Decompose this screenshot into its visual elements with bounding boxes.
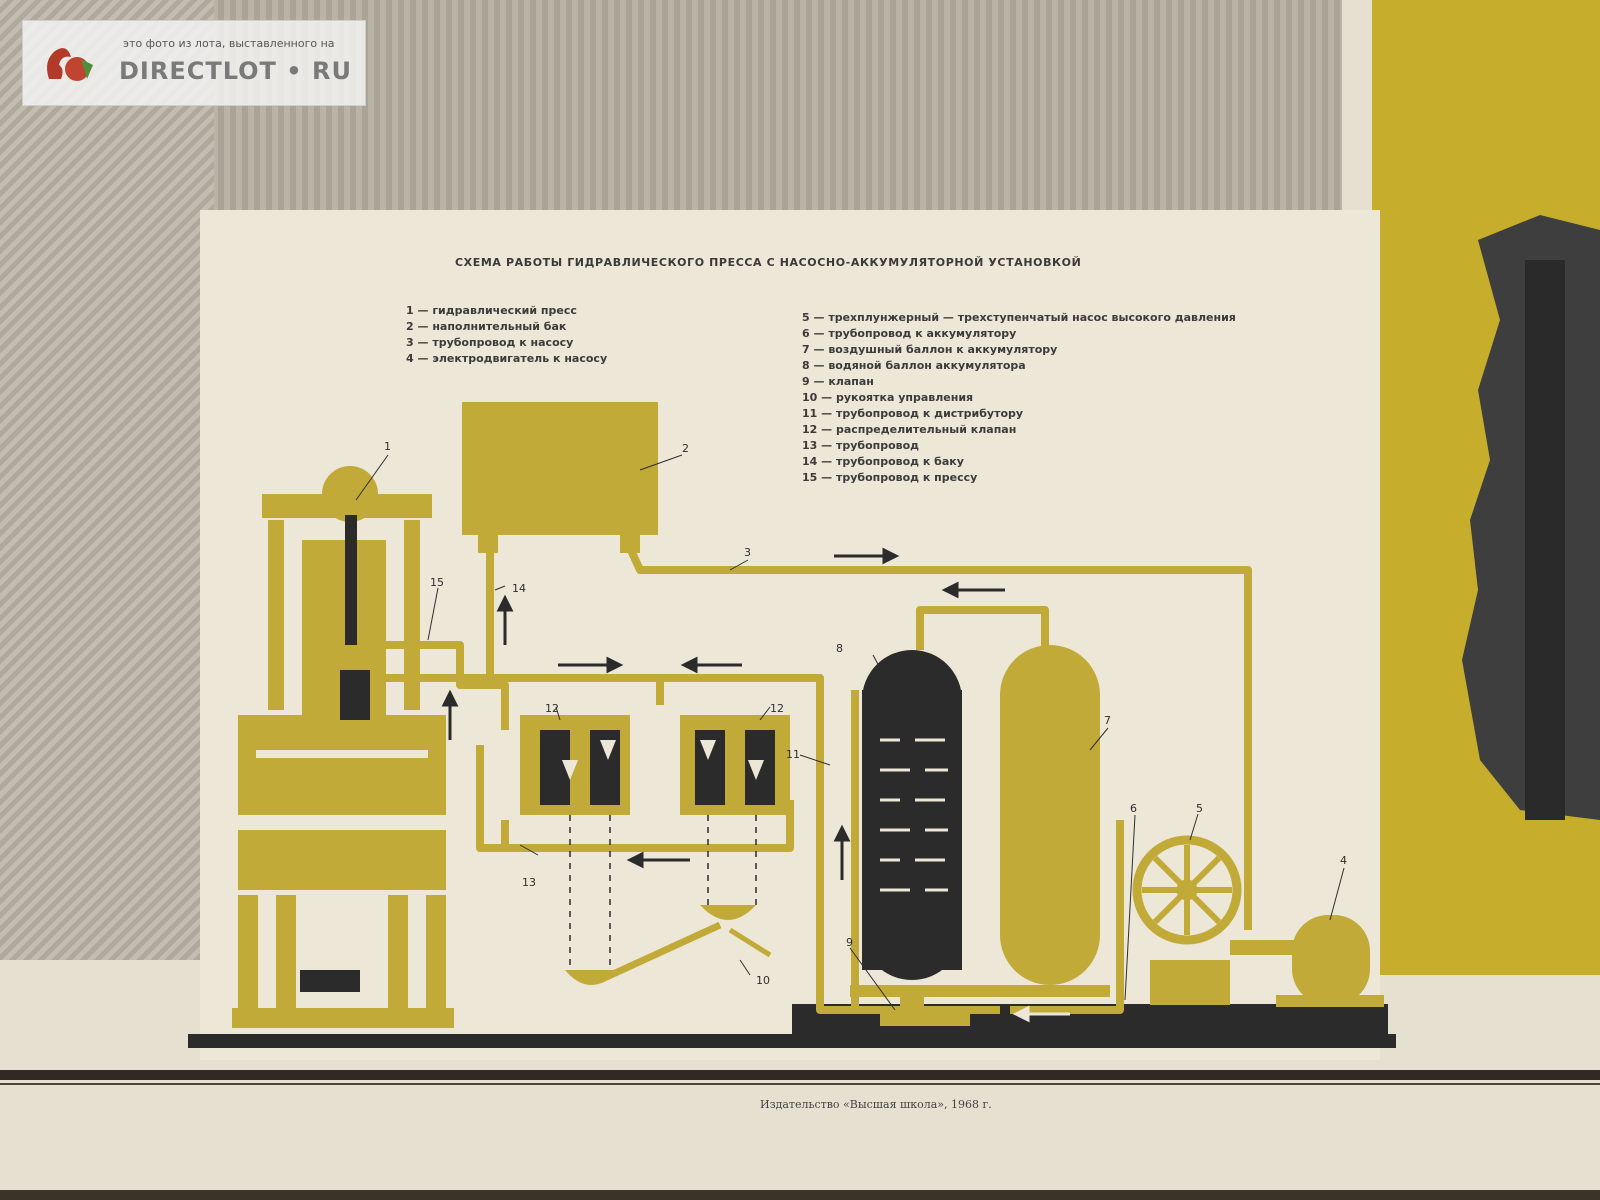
callout-5: 5 [1196,802,1203,815]
machinery-illustration-top [212,0,1342,224]
legend-item: 10 — рукоятка управления [802,391,974,404]
legend-item: 14 — трубопровод к баку [802,455,964,468]
callout-9: 9 [846,936,853,949]
legend-item: 3 — трубопровод к насосу [406,336,574,349]
pipe-13 [476,745,794,852]
legend-item: 6 — трубопровод к аккумулятору [802,327,1017,340]
machinery-illustration-left [0,0,214,960]
squirrel-logo-icon [47,48,93,81]
legend-left: 1 — гидравлический пресс 2 — наполнитель… [406,303,607,367]
watermark-brand: DIRECTLOT • RU [119,57,352,85]
electric-motor [1276,915,1384,1007]
control-handle [565,815,772,985]
pipe-3 [626,546,1252,930]
legend-right: 5 — трехплунжерный — трехступенчатый нас… [802,310,1242,486]
callout-10: 10 [756,974,770,987]
hydraulic-press [232,466,454,1028]
callout-4: 4 [1340,854,1347,867]
accumulator-frame [850,985,1110,997]
callout-12a: 12 [545,702,559,715]
callout-2: 2 [682,442,689,455]
filling-tank [462,402,658,535]
pipelines [378,546,1252,1014]
callout-8: 8 [836,642,843,655]
legend-item: 8 — водяной баллон аккумулятора [802,359,1026,372]
watermark-banner: это фото из лота, выставленного на DIREC… [22,20,366,106]
legend-item: 9 — клапан [802,375,874,388]
valve [880,1008,970,1026]
legend-item: 11 — трубопровод к дистрибутору [802,407,1024,420]
air-accumulator-cylinder [1000,645,1100,985]
publisher-imprint: Издательство «Высшая школа», 1968 г. [760,1098,992,1111]
watermark-caption: это фото из лота, выставленного на [123,37,335,50]
callout-6: 6 [1130,802,1137,815]
diagram-title: СХЕМА РАБОТЫ ГИДРАВЛИЧЕСКОГО ПРЕССА С НА… [455,256,1082,269]
legend-item: 15 — трубопровод к прессу [802,471,978,484]
callout-11: 11 [786,748,800,761]
callout-14: 14 [512,582,526,595]
legend-item: 1 — гидравлический пресс [406,304,577,317]
flow-arrows [441,547,1070,1023]
legend-item: 5 — трехплунжерный — трехступенчатый нас… [802,311,1236,324]
legend-item: 2 — наполнительный бак [406,320,567,333]
distribution-valve-right [680,715,790,815]
pump-flywheel [1132,835,1242,945]
callout-15: 15 [430,576,444,589]
legend-item: 13 — трубопровод [802,439,920,452]
callout-1: 1 [384,440,391,453]
pipe-15 [378,641,509,730]
distribution-valve-left [520,715,630,815]
callout-3: 3 [744,546,751,559]
pipe-14 [470,548,494,684]
pipe-6 [916,606,1049,650]
legend-item: 7 — воздушный баллон к аккумулятору [802,343,1058,356]
ground-line [188,1034,1396,1048]
footer-rule [0,1070,1600,1080]
press-silhouette-right [1462,215,1600,820]
legend-item: 12 — распределительный клапан [802,423,1017,436]
callout-13: 13 [522,876,536,889]
callout-12b: 12 [770,702,784,715]
callout-leaders [355,454,1345,1011]
water-accumulator-cylinder [862,650,962,1015]
callout-7: 7 [1104,714,1111,727]
legend-item: 4 — электродвигатель к насосу [406,352,608,365]
footer-rule-thin [0,1083,1600,1085]
